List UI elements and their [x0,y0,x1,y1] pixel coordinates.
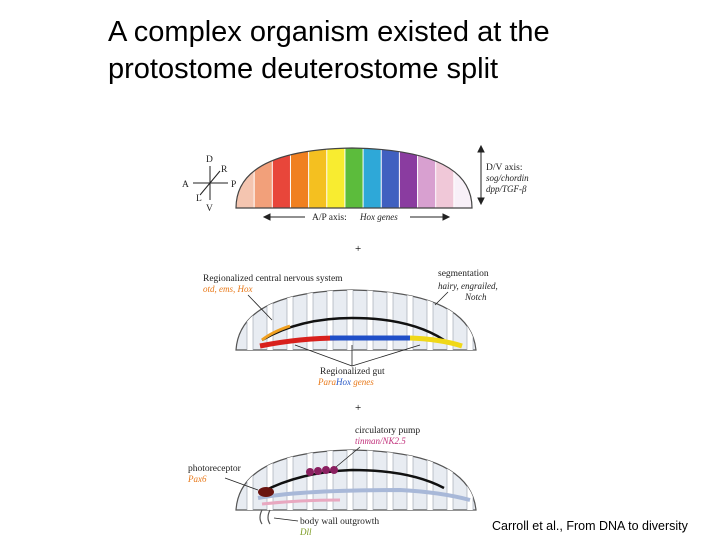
gut-genes-rest: genes [351,377,374,387]
plus-sign-1: + [355,243,361,255]
ap-axis-label: A/P axis: [312,213,347,223]
segmentation-genes-2: Notch [464,292,487,302]
gut-genes-hox: Hox [335,377,351,387]
hox-band [399,140,418,210]
hox-band [236,140,255,210]
dv-axis-genes-2: dpp/TGF-β [486,184,527,194]
hox-band [418,140,437,210]
segment-divider [407,448,413,512]
body-wall-label: body wall outgrowth [300,517,379,527]
segment-divider [407,288,413,352]
axis-l-label: L [196,194,202,204]
hox-band [345,140,364,210]
segmentation-genes-1: hairy, engrailed, [438,281,498,291]
hox-band [454,140,473,210]
segmentation-label: segmentation [438,269,489,279]
plus-sign-2: + [355,402,361,414]
dv-axis-label: D/V axis: [486,163,523,173]
body-wall-pointer [274,518,298,521]
hox-band [363,140,382,210]
ap-axis-genes: Hox genes [359,212,398,222]
hox-band [254,140,273,210]
segment-divider [307,288,313,352]
axis-r-label: R [221,165,228,175]
panel-b-segmented-embryo: Regionalized central nervous system otd,… [203,269,498,387]
segment-divider [447,448,453,512]
pump-label: circulatory pump [355,426,420,436]
axis-p-label: P [231,180,236,190]
segment-divider [347,288,353,352]
dv-axis-genes-1: sog/chordin [486,173,529,183]
segment-divider [367,448,373,512]
segment-divider [467,448,473,512]
axis-a-label: A [182,180,189,190]
gut-genes-para: Para [317,377,337,387]
axis-d-label: D [206,155,213,165]
pump-genes: tinman/NK2.5 [355,436,406,446]
panel-a-axes-embryo: D V A P R L A/P axis: Hox genes D/V axis… [182,140,529,223]
dv-axis-arrow [478,146,484,204]
segmentation-pointer [435,292,448,305]
segment-divider [367,288,373,352]
hox-band [327,140,346,210]
hox-color-bands [236,140,473,210]
axis-v-label: V [206,204,213,214]
photoreceptor-label: photoreceptor [188,464,242,474]
photoreceptor-genes: Pax6 [187,474,207,484]
photoreceptor-eye [258,487,274,497]
hox-band [272,140,291,210]
hox-band [290,140,309,210]
gut-label: Regionalized gut [320,367,385,377]
segment-divider [387,448,393,512]
citation: Carroll et al., From DNA to diversity [492,519,688,533]
panel-c-embryo: circulatory pump tinman/NK2.5 photorecep… [187,426,476,537]
segment-divider [427,288,433,352]
cns-label: Regionalized central nervous system [203,274,343,284]
limb-outgrowths [260,510,270,524]
gut-genes: ParaHox genes [317,377,374,387]
body-wall-genes: Dll [299,527,312,537]
segment-divider [307,448,313,512]
segment-divider [327,448,333,512]
ap-axis-arrow [264,214,449,220]
cns-genes: otd, ems, Hox [203,284,253,294]
hox-band [436,140,455,210]
